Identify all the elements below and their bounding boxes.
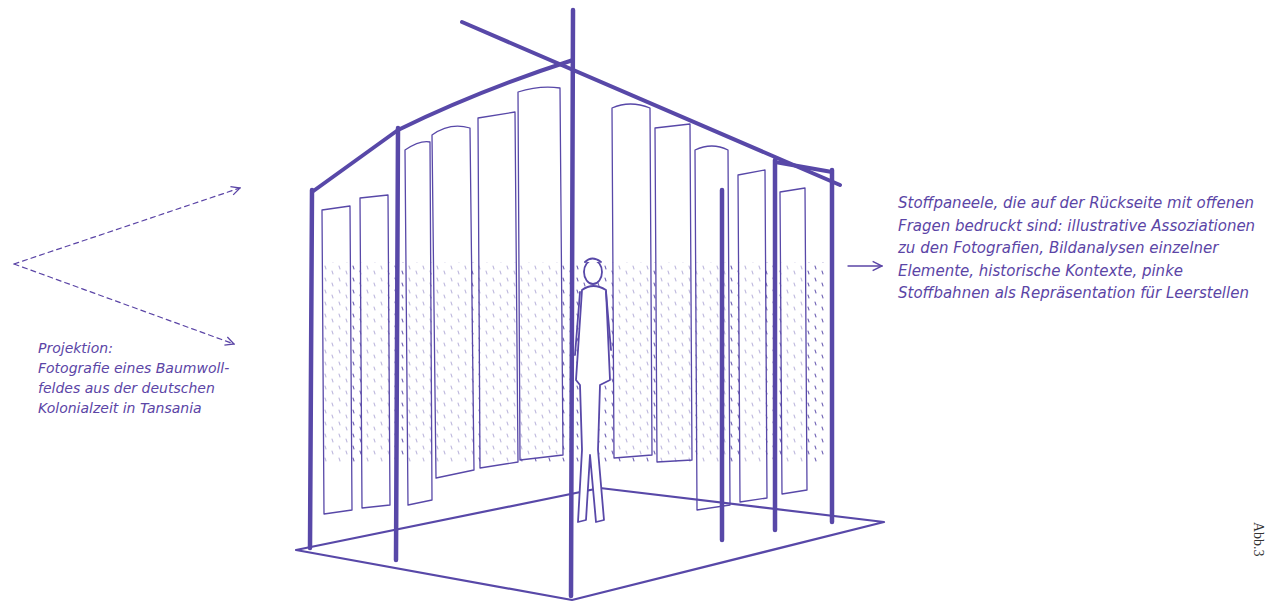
figure-number: Abb.3 — [1250, 522, 1266, 557]
panel-note: Stoffpaneele, die auf der Rückseite mit … — [898, 192, 1264, 305]
projection-heading: Projektion: — [38, 338, 238, 358]
projection-note: Fotografie eines Baumwoll-feldes aus der… — [38, 358, 238, 418]
